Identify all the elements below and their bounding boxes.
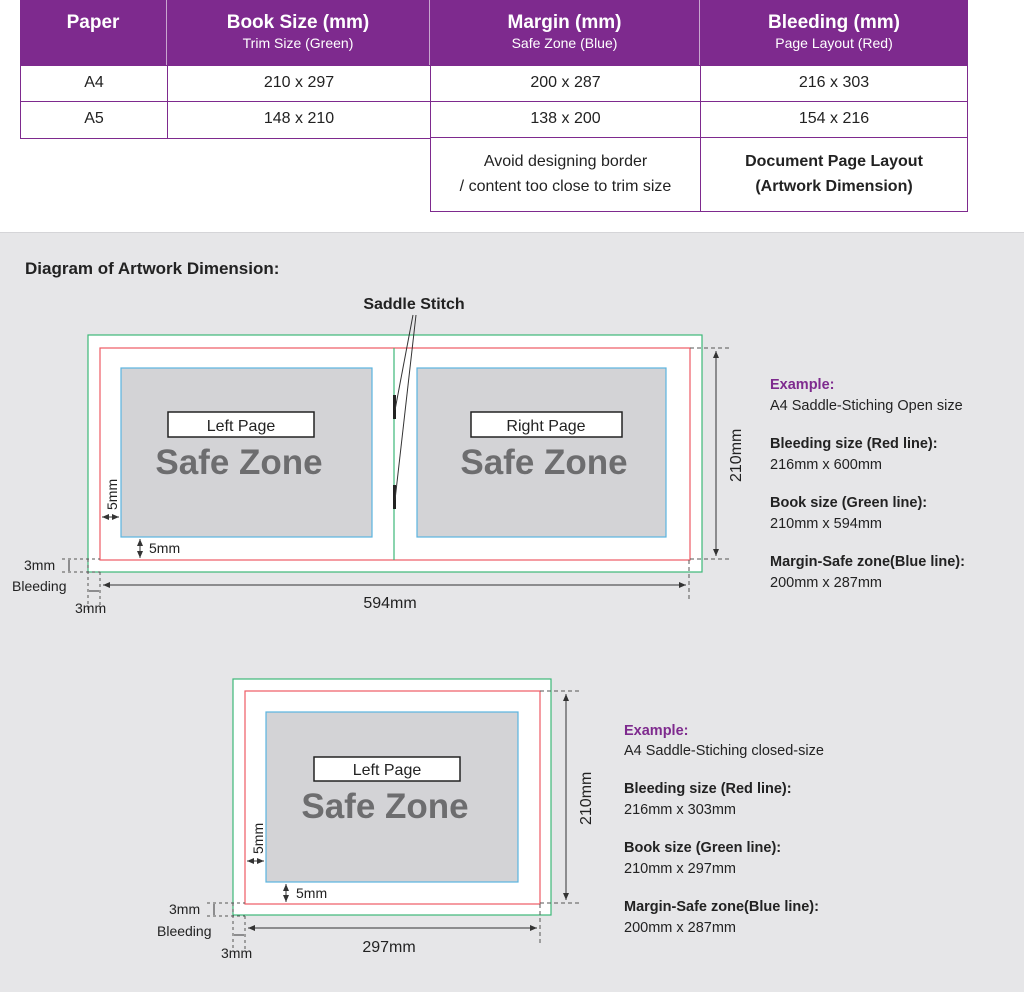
bleed-3mm-label: 3mm (169, 901, 200, 917)
table-cell: 216 x 303 (700, 65, 968, 103)
note-line: / content too close to trim size (459, 178, 672, 195)
table-cell: 210 x 297 (167, 65, 431, 103)
left-page-box (167, 411, 315, 438)
stitch-pointer (394, 314, 417, 501)
margin-note: Avoid designing border / content too clo… (430, 137, 701, 212)
table-cell: 154 x 216 (700, 101, 968, 139)
bleed-3mm-label: 3mm (75, 600, 106, 616)
book-size-value: 210mm x 297mm (624, 861, 736, 877)
header-subtitle: Page Layout (Red) (775, 35, 893, 51)
stitch-mark (393, 395, 396, 419)
margin-5mm-label: 5mm (296, 885, 327, 901)
header-margin: Margin (mm) Safe Zone (Blue) (430, 0, 700, 65)
safe-zone (265, 711, 519, 883)
header-title: Margin (mm) (507, 12, 622, 33)
margin-heading: Margin-Safe zone(Blue line): (770, 554, 965, 570)
book-size-heading: Book size (Green line): (624, 840, 781, 856)
margin-value: 200mm x 287mm (770, 575, 882, 591)
bleeding-note: Document Page Layout (Artwork Dimension) (700, 137, 968, 212)
bleed-guides (207, 902, 246, 950)
note-line: Document Page Layout (745, 153, 923, 170)
example-title: Example: (770, 377, 834, 393)
stitch-pointer (394, 314, 414, 411)
left-page-label: Left Page (207, 418, 276, 435)
header-book-size: Book Size (mm) Trim Size (Green) (167, 0, 430, 65)
closed-size-diagram: Left Page Safe Zone 5mm 5mm 210mm 297mm … (157, 678, 824, 961)
margin-value: 200mm x 287mm (624, 920, 736, 936)
open-spread-diagram: Left Page Safe Zone Right Page Safe Zone… (12, 296, 965, 616)
safe-zone-label: Safe Zone (301, 787, 468, 826)
diagram-title: Diagram of Artwork Dimension: (25, 259, 279, 278)
left-page-box (313, 756, 461, 782)
header-title: Book Size (mm) (226, 12, 370, 33)
example-desc: A4 Saddle-Stiching closed-size (624, 743, 824, 759)
note-line: Avoid designing border (483, 153, 648, 170)
table-cell: A5 (20, 101, 168, 139)
width-label: 297mm (362, 939, 415, 956)
bleeding-size-value: 216mm x 303mm (624, 802, 736, 818)
closed-example-legend: Example: A4 Saddle-Stiching closed-size … (624, 723, 824, 936)
example-desc: A4 Saddle-Stiching Open size (770, 398, 963, 414)
margin-5mm-label: 5mm (104, 479, 120, 510)
bleed-guides (62, 558, 101, 610)
height-label: 210mm (728, 429, 745, 482)
saddle-stitch-label: Saddle Stitch (363, 296, 464, 313)
safe-zone-label: Safe Zone (460, 443, 627, 482)
bleeding-size-heading: Bleeding size (Red line): (770, 436, 938, 452)
table-cell: A4 (20, 65, 168, 103)
table-cell: 148 x 210 (167, 101, 431, 139)
open-example-legend: Example: A4 Saddle-Stiching Open size Bl… (770, 377, 965, 591)
header-title: Bleeding (mm) (768, 12, 900, 33)
left-safe-zone (120, 367, 373, 538)
right-page-label: Right Page (506, 418, 585, 435)
example-title: Example: (624, 723, 688, 739)
left-page-label: Left Page (353, 762, 422, 779)
bleeding-label: Bleeding (157, 923, 212, 939)
header-title: Paper (66, 12, 120, 33)
bleed-3mm-label: 3mm (221, 945, 252, 961)
table-cell: 200 x 287 (430, 65, 701, 103)
bleeding-label: Bleeding (12, 578, 67, 594)
table-cell: 138 x 200 (430, 101, 701, 139)
book-size-heading: Book size (Green line): (770, 495, 927, 511)
margin-5mm-label: 5mm (149, 540, 180, 556)
margin-5mm-label: 5mm (250, 823, 266, 854)
header-paper: Paper (20, 0, 167, 65)
header-subtitle: Trim Size (Green) (242, 35, 354, 51)
header-bleeding: Bleeding (mm) Page Layout (Red) (700, 0, 968, 65)
bleeding-size-heading: Bleeding size (Red line): (624, 781, 792, 797)
stitch-mark (393, 485, 396, 509)
right-safe-zone (416, 367, 667, 538)
height-label: 210mm (578, 772, 595, 825)
width-label: 594mm (363, 595, 416, 612)
note-line: (Artwork Dimension) (755, 178, 913, 195)
margin-heading: Margin-Safe zone(Blue line): (624, 899, 819, 915)
safe-zone-label: Safe Zone (155, 443, 322, 482)
header-subtitle: Safe Zone (Blue) (511, 35, 618, 51)
bleeding-size-value: 216mm x 600mm (770, 457, 882, 473)
right-page-box (470, 411, 623, 438)
book-size-value: 210mm x 594mm (770, 516, 882, 532)
bleed-3mm-label: 3mm (24, 557, 55, 573)
